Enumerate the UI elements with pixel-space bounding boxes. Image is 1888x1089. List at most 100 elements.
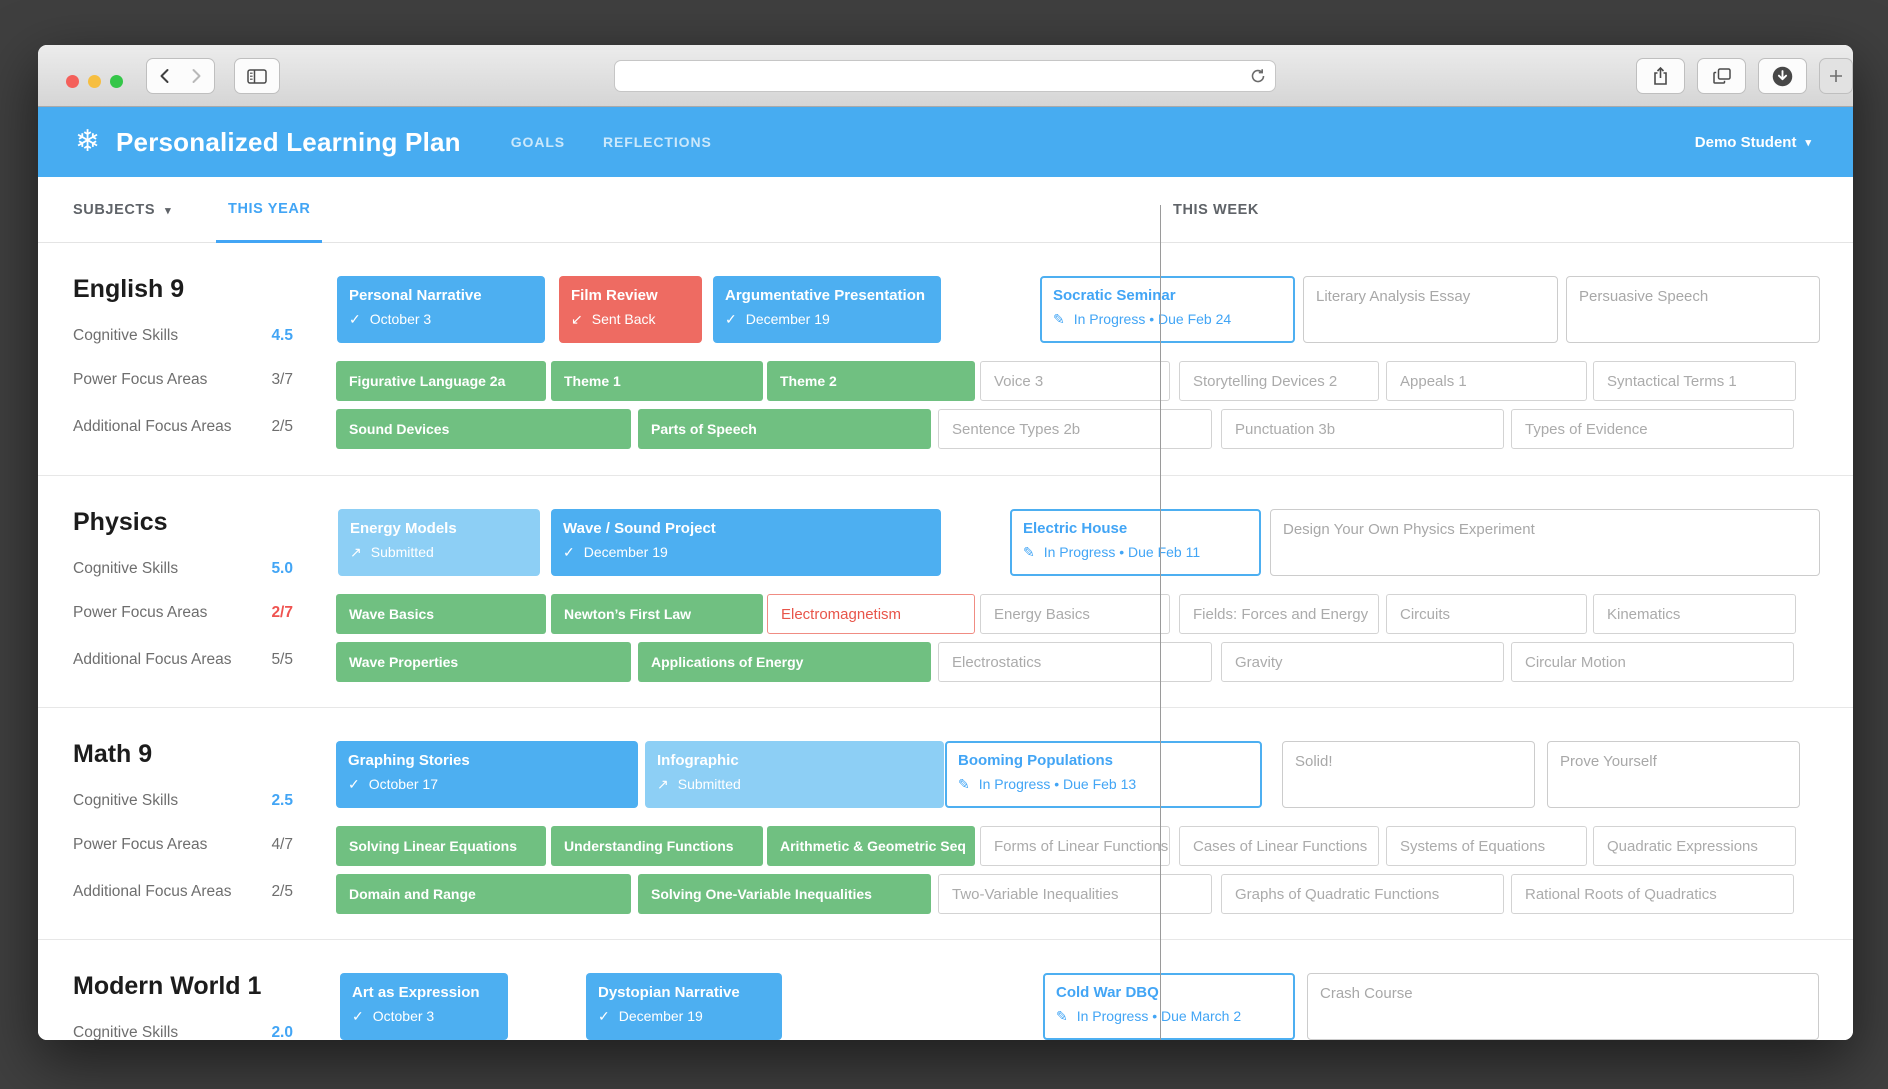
- focus-area-chip[interactable]: Domain and Range: [336, 874, 631, 914]
- new-tab-button[interactable]: [1819, 58, 1853, 94]
- project-card[interactable]: Cold War DBQ✎In Progress • Due March 2: [1043, 973, 1295, 1040]
- nav-reflections[interactable]: REFLECTIONS: [603, 134, 712, 150]
- project-card[interactable]: Dystopian Narrative✓December 19: [586, 973, 782, 1040]
- focus-area-chip[interactable]: Parts of Speech: [638, 409, 931, 449]
- stat-value: 2.0: [271, 1024, 293, 1040]
- project-card[interactable]: Solid!: [1282, 741, 1535, 808]
- project-card[interactable]: Design Your Own Physics Experiment: [1270, 509, 1820, 576]
- share-icon: [1652, 66, 1669, 86]
- focus-area-chip[interactable]: Theme 1: [551, 361, 763, 401]
- focus-area-chip[interactable]: Graphs of Quadratic Functions: [1221, 874, 1504, 914]
- check-icon: ✓: [725, 311, 737, 327]
- focus-area-chip[interactable]: Circular Motion: [1511, 642, 1794, 682]
- focus-area-chip[interactable]: Electrostatics: [938, 642, 1212, 682]
- card-label: Theme 2: [780, 373, 837, 389]
- project-card[interactable]: Electric House✎In Progress • Due Feb 11: [1010, 509, 1261, 576]
- project-card[interactable]: Wave / Sound Project✓December 19: [551, 509, 941, 576]
- focus-area-chip[interactable]: Gravity: [1221, 642, 1504, 682]
- check-icon: ✓: [352, 1008, 364, 1024]
- project-card[interactable]: Socratic Seminar✎In Progress • Due Feb 2…: [1040, 276, 1295, 343]
- downloads-button[interactable]: [1758, 58, 1807, 94]
- focus-area-chip[interactable]: Rational Roots of Quadratics: [1511, 874, 1794, 914]
- focus-area-chip[interactable]: Syntactical Terms 1: [1593, 361, 1796, 401]
- tab-this-year[interactable]: THIS YEAR: [216, 177, 323, 243]
- project-card[interactable]: Booming Populations✎In Progress • Due Fe…: [945, 741, 1262, 808]
- card-label: Fields: Forces and Energy: [1193, 605, 1369, 623]
- tab-overview-icon: [1712, 68, 1731, 84]
- focus-area-chip[interactable]: Applications of Energy: [638, 642, 931, 682]
- project-card[interactable]: Persuasive Speech: [1566, 276, 1820, 343]
- stat-label: Additional Focus Areas: [73, 418, 232, 435]
- address-bar[interactable]: [614, 60, 1276, 92]
- power-row: Wave Basics Newton’s First Law Electromagn…: [38, 594, 1853, 634]
- focus-area-chip[interactable]: Figurative Language 2a: [336, 361, 546, 401]
- window-zoom-button[interactable]: [110, 75, 123, 88]
- stat-value: 3/7: [271, 371, 293, 388]
- reload-icon[interactable]: [1250, 68, 1266, 84]
- nav-goals[interactable]: GOALS: [510, 134, 566, 150]
- card-label: Prove Yourself: [1560, 753, 1657, 770]
- browser-window: ❄ Personalized Learning Plan GOALS REFLE…: [38, 45, 1853, 1040]
- tab-overview-button[interactable]: [1697, 58, 1746, 94]
- focus-area-chip[interactable]: Newton’s First Law: [551, 594, 763, 634]
- focus-area-chip[interactable]: Theme 2: [767, 361, 975, 401]
- focus-area-chip[interactable]: Wave Properties: [336, 642, 631, 682]
- card-status: ✓December 19: [563, 544, 668, 560]
- card-label: Circular Motion: [1525, 653, 1626, 671]
- stat-value: 5.0: [271, 560, 293, 577]
- forward-button[interactable]: [180, 58, 215, 94]
- pencil-icon: ✎: [1056, 1008, 1068, 1024]
- back-button[interactable]: [146, 58, 181, 94]
- focus-area-chip[interactable]: Punctuation 3b: [1221, 409, 1504, 449]
- focus-area-chip[interactable]: Types of Evidence: [1511, 409, 1794, 449]
- focus-area-chip[interactable]: Sound Devices: [336, 409, 631, 449]
- subject-title: Modern World 1: [73, 972, 262, 1000]
- share-button[interactable]: [1636, 58, 1685, 94]
- tab-this-week[interactable]: THIS WEEK: [1173, 177, 1259, 243]
- focus-area-chip[interactable]: Solving Linear Equations: [336, 826, 546, 866]
- focus-area-chip[interactable]: Fields: Forces and Energy: [1179, 594, 1379, 634]
- stat-value: 4.5: [271, 327, 293, 344]
- project-card[interactable]: Infographic↗Submitted: [645, 741, 944, 808]
- focus-area-chip[interactable]: Electromagnetism: [767, 594, 975, 634]
- focus-area-chip[interactable]: Circuits: [1386, 594, 1587, 634]
- project-card[interactable]: Film Review↙Sent Back: [559, 276, 702, 343]
- card-label: Newton’s First Law: [564, 606, 692, 622]
- focus-area-chip[interactable]: Cases of Linear Functions: [1179, 826, 1379, 866]
- stat-value: 2/5: [271, 883, 293, 900]
- project-card[interactable]: Energy Models↗Submitted: [338, 509, 540, 576]
- focus-area-chip[interactable]: Forms of Linear Functions: [980, 826, 1170, 866]
- focus-area-chip[interactable]: Kinematics: [1593, 594, 1796, 634]
- project-card[interactable]: Graphing Stories✓October 17: [336, 741, 638, 808]
- focus-area-chip[interactable]: Quadratic Expressions: [1593, 826, 1796, 866]
- card-label: Forms of Linear Functions: [994, 837, 1169, 855]
- focus-area-chip[interactable]: Storytelling Devices 2: [1179, 361, 1379, 401]
- window-minimize-button[interactable]: [88, 75, 101, 88]
- project-card[interactable]: Crash Course: [1307, 973, 1819, 1040]
- project-card[interactable]: Argumentative Presentation✓December 19: [713, 276, 941, 343]
- subjects-dropdown[interactable]: SUBJECTS ▾: [73, 177, 171, 243]
- project-card[interactable]: Personal Narrative✓October 3: [337, 276, 545, 343]
- focus-area-chip[interactable]: Arithmetic & Geometric Seq: [767, 826, 975, 866]
- card-label: Socratic Seminar: [1053, 287, 1176, 304]
- project-card[interactable]: Art as Expression✓October 3: [340, 973, 508, 1040]
- user-menu[interactable]: Demo Student ▾: [1695, 134, 1811, 151]
- focus-area-chip[interactable]: Understanding Functions: [551, 826, 763, 866]
- focus-area-chip[interactable]: Solving One-Variable Inequalities: [638, 874, 931, 914]
- sidebar-toggle-button[interactable]: [234, 58, 280, 94]
- focus-area-chip[interactable]: Systems of Equations: [1386, 826, 1587, 866]
- card-label: Understanding Functions: [564, 838, 734, 854]
- focus-area-chip[interactable]: Two-Variable Inequalities: [938, 874, 1212, 914]
- focus-area-chip[interactable]: Appeals 1: [1386, 361, 1587, 401]
- focus-area-chip[interactable]: Wave Basics: [336, 594, 546, 634]
- project-card[interactable]: Literary Analysis Essay: [1303, 276, 1558, 343]
- focus-area-chip[interactable]: Voice 3: [980, 361, 1170, 401]
- stat-label: Power Focus Areas: [73, 604, 208, 621]
- window-close-button[interactable]: [66, 75, 79, 88]
- project-card[interactable]: Prove Yourself: [1547, 741, 1800, 808]
- focus-area-chip[interactable]: Sentence Types 2b: [938, 409, 1212, 449]
- focus-area-chip[interactable]: Energy Basics: [980, 594, 1170, 634]
